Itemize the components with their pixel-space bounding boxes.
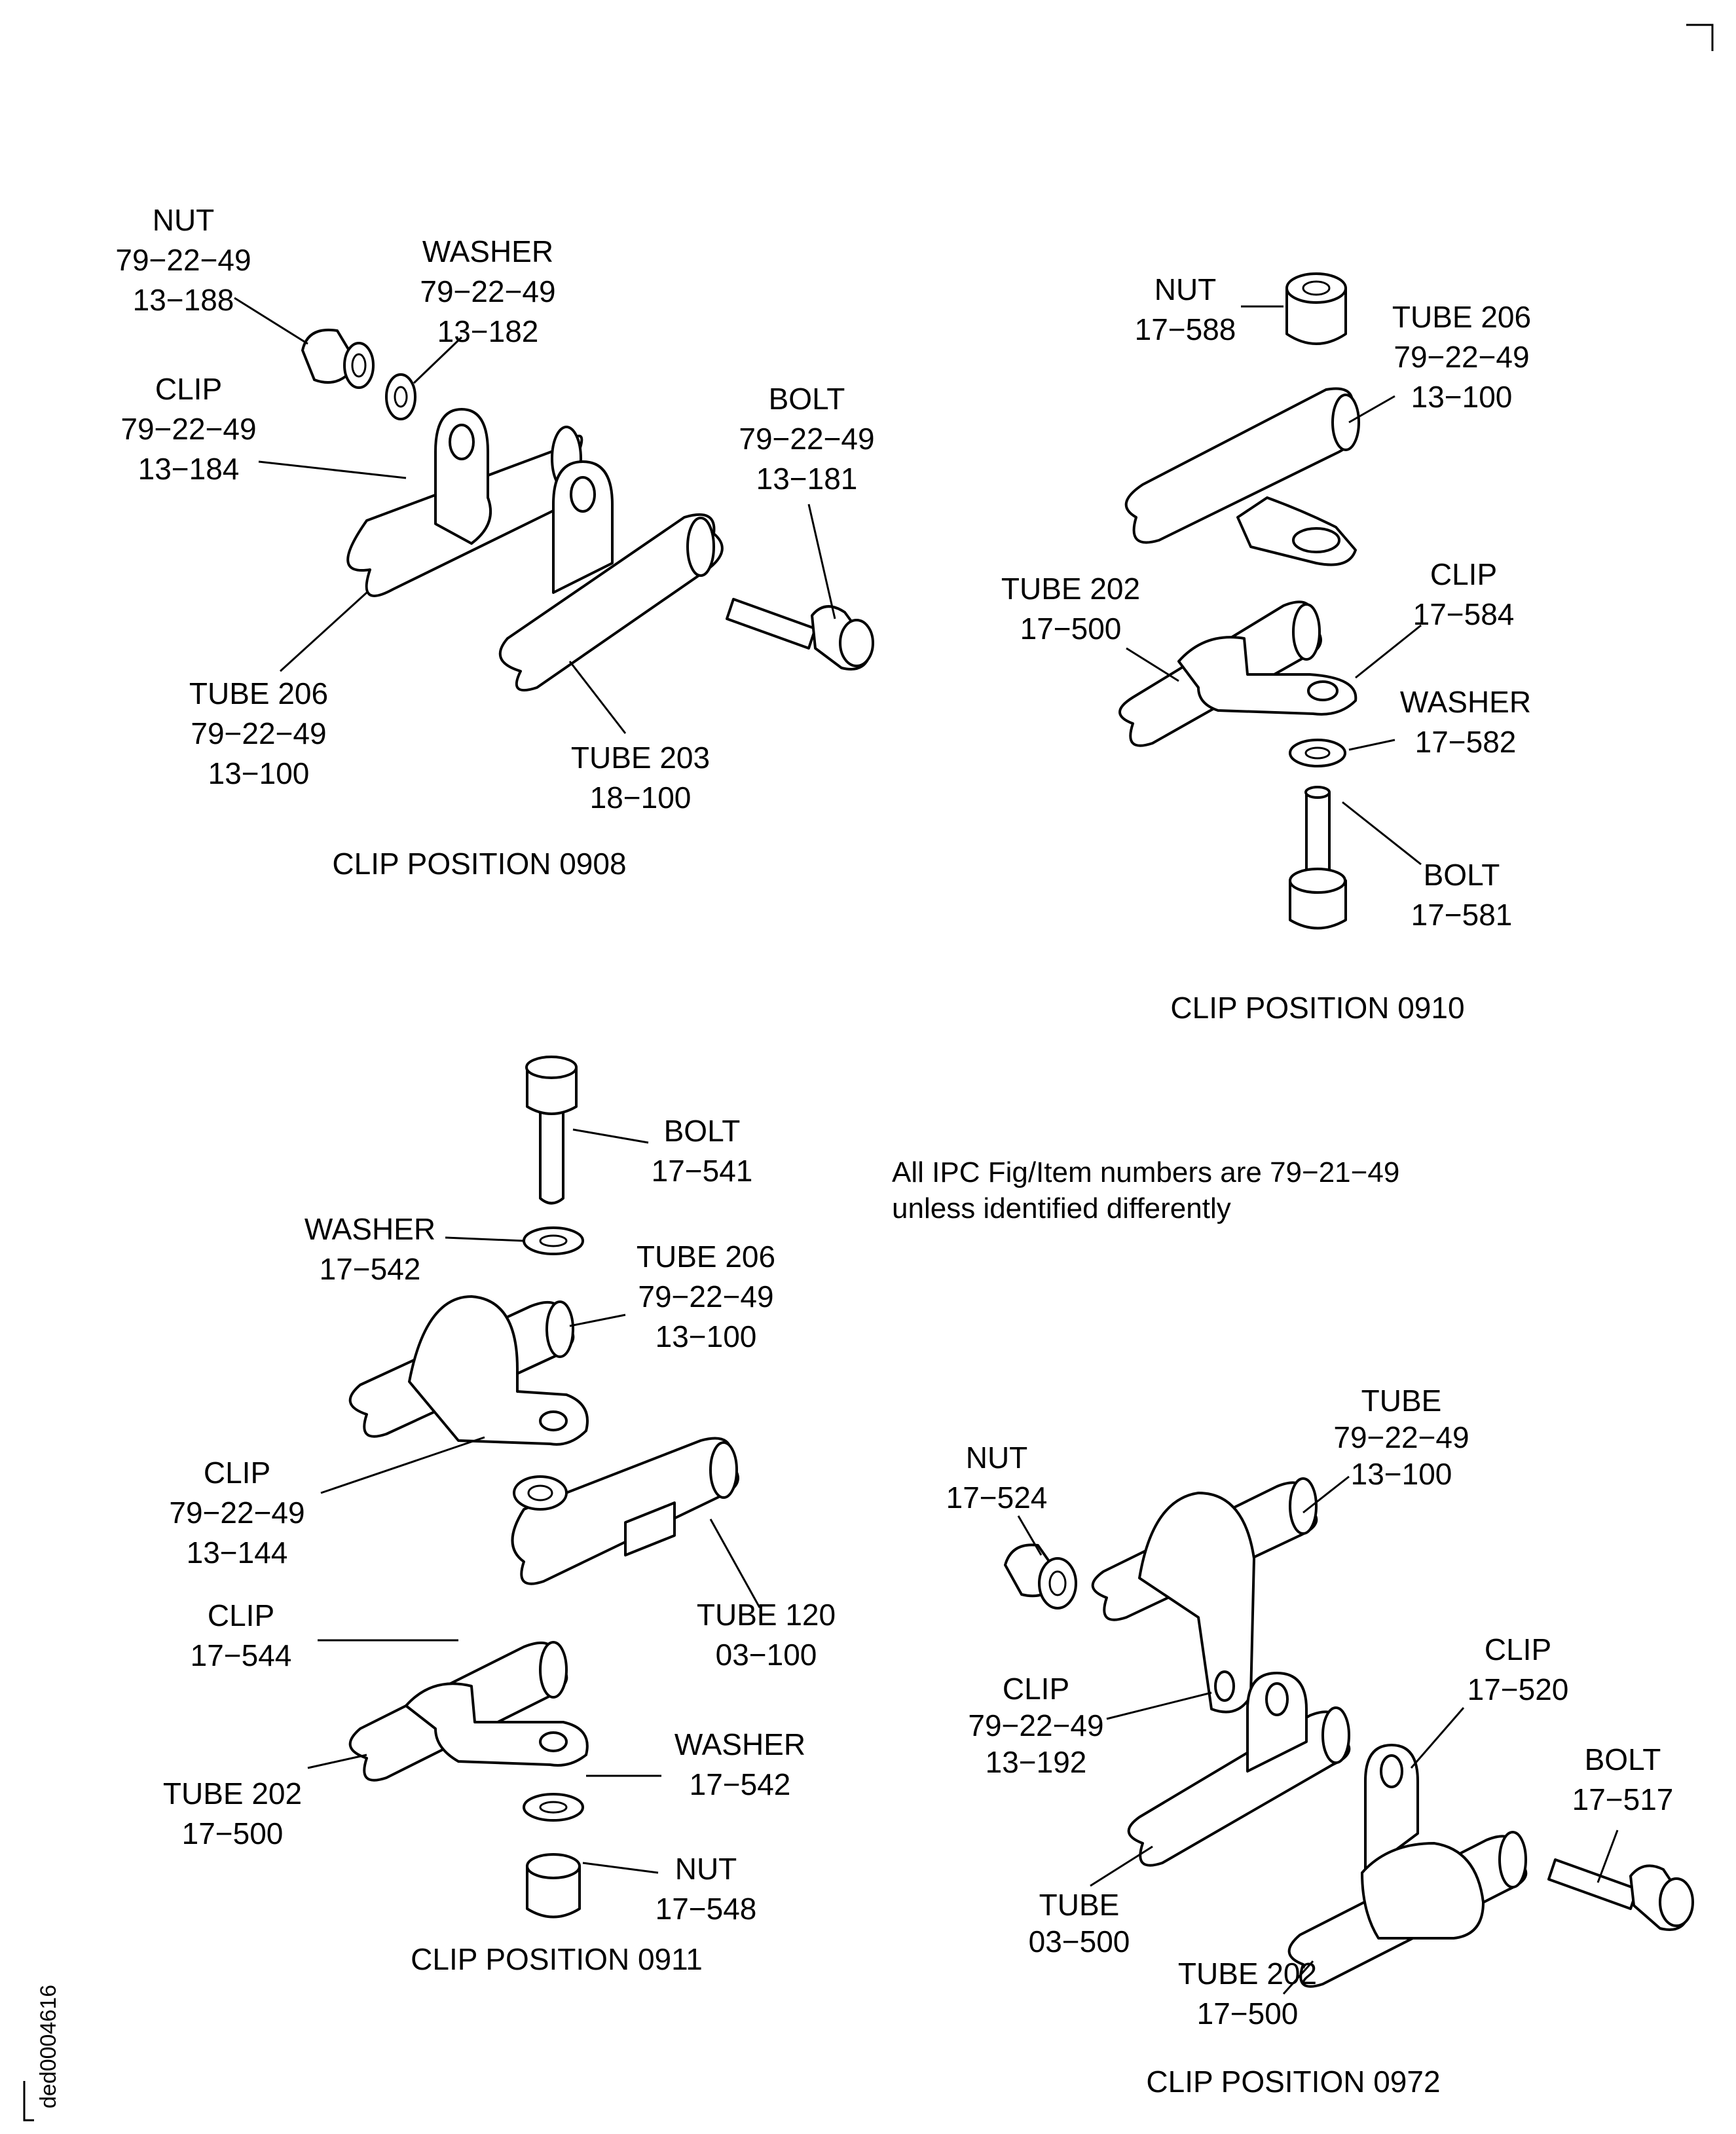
caption-clip-position-0908: CLIP POSITION 0908: [332, 847, 626, 881]
washer-17-582-part: [1289, 739, 1346, 767]
general-note-line-1: All IPC Fig/Item numbers are 79−21−49: [892, 1156, 1399, 1188]
nut-17-588-part: [1285, 272, 1347, 345]
caption-clip-position-0911: CLIP POSITION 0911: [411, 1942, 703, 1976]
tube-202-clip-part: [1118, 600, 1357, 747]
leader-nut-17-548: [582, 1862, 659, 1874]
leader-washer-13-182: [413, 336, 463, 384]
tube-03-500-part: [1127, 1672, 1351, 1867]
bolt-17-541-part: [525, 1056, 578, 1205]
nut-17-524-part: [1004, 1543, 1077, 1610]
leader-tube-206: [1348, 395, 1395, 424]
drawing-number: ded0004616: [36, 1985, 61, 2108]
leader-tube-206: [279, 591, 368, 672]
corner-mark-bottom-left: [23, 2081, 34, 2122]
tube-120-part: [511, 1437, 739, 1585]
caption-clip-position-0910: CLIP POSITION 0910: [1170, 991, 1464, 1025]
nut-13-188-part: [301, 328, 375, 389]
leader-tube: [1302, 1475, 1350, 1514]
tube-202-clip-17-520-part: [1287, 1744, 1528, 1988]
leader-tube-203: [568, 661, 627, 734]
leader-clip-17-584: [1355, 624, 1422, 679]
corner-mark-top-right: [1686, 24, 1714, 51]
nut-17-548-part: [526, 1853, 581, 1919]
clip-tube-203-part: [552, 460, 614, 594]
leader-clip-13-144: [320, 1436, 485, 1494]
tube-clip-13-192-part: [1091, 1477, 1318, 1714]
clip-13-184-part: [434, 408, 492, 545]
tube-202-clip-17-544-part: [348, 1641, 589, 1782]
leader-tube-202: [1282, 1960, 1314, 1995]
leader-bolt-17-581: [1342, 801, 1422, 866]
leader-clip-13-192: [1106, 1691, 1212, 1720]
leader-bolt-17-517: [1597, 1830, 1619, 1883]
caption-clip-position-0972: CLIP POSITION 0972: [1146, 2065, 1440, 2099]
leader-tube-03-500: [1090, 1845, 1153, 1887]
leader-clip-13-184: [258, 460, 407, 479]
leader-washer-top: [445, 1236, 525, 1242]
leader-tube-120: [709, 1518, 761, 1608]
leader-nut-13-188: [234, 297, 308, 345]
bolt-13-181-part: [726, 598, 874, 671]
washer-17-542-bottom-part: [523, 1793, 584, 1822]
bolt-17-581-part: [1289, 786, 1347, 930]
bolt-17-517-part: [1547, 1858, 1694, 1931]
general-note: All IPC Fig/Item numbers are 79−21−49 un…: [892, 1156, 1399, 1224]
leader-tube-202: [307, 1754, 367, 1769]
tube-206-clip-13-144-part: [348, 1295, 589, 1446]
leader-bolt-13-181: [807, 504, 836, 619]
leader-nut-17-524: [1017, 1515, 1043, 1556]
leader-bolt-17-541: [572, 1128, 649, 1144]
leader-tube-206: [569, 1314, 626, 1327]
leader-tube-202: [1126, 647, 1179, 682]
washer-13-182-part: [385, 373, 416, 420]
tube-206-upper-part: [1124, 387, 1360, 566]
leader-washer-17-582: [1348, 739, 1395, 751]
general-note-line-2: unless identified differently: [892, 1192, 1231, 1224]
tube-203-part: [498, 513, 724, 691]
washer-17-542-top-part: [523, 1226, 584, 1255]
leader-clip-17-520: [1410, 1707, 1465, 1769]
